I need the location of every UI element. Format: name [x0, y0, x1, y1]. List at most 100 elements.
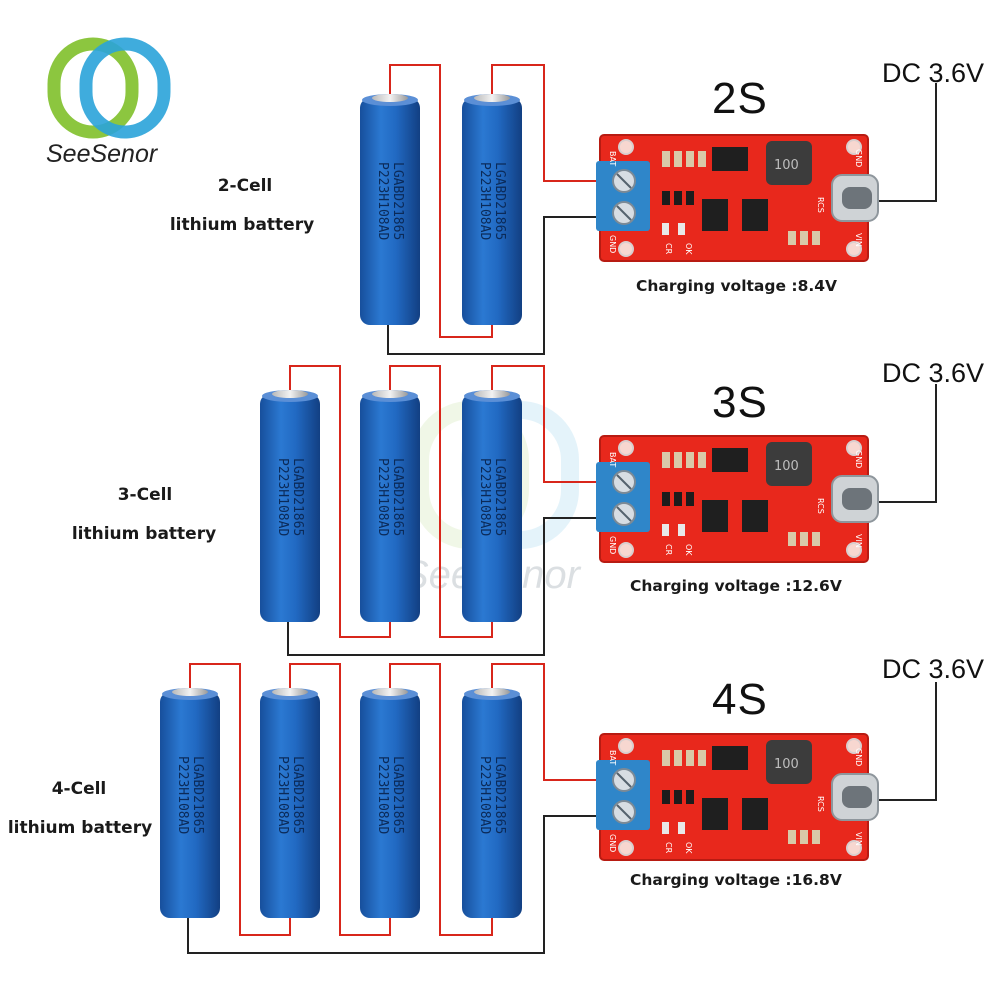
silkscreen-gnd: GND: [608, 834, 617, 852]
dc-input-lead: [870, 384, 937, 503]
cell-label-4s-line2: lithium battery: [7, 818, 153, 838]
charging-voltage-3s: Charging voltage :12.6V: [630, 577, 842, 595]
inductor-3s: 100: [766, 442, 812, 486]
silkscreen-bat: BAT: [608, 452, 617, 467]
input-voltage-2s: DC 3.6V: [882, 58, 985, 88]
battery-print-line1: LGABD21865: [390, 458, 405, 536]
mosfet-2s: [712, 147, 748, 171]
mosfet-4s: [712, 746, 748, 770]
battery-print-line1: LGABD21865: [190, 756, 205, 834]
battery-print-line1: LGABD21865: [492, 162, 507, 240]
wires-3s: [287, 365, 937, 656]
battery-print-line1: LGABD21865: [492, 756, 507, 834]
input-voltage-3s: DC 3.6V: [882, 358, 985, 388]
series-label-2s: 2S: [712, 74, 768, 123]
mosfet-3s: [712, 448, 748, 472]
ic-chip-3s: [702, 500, 728, 532]
silkscreen-vin: VIN: [854, 534, 863, 548]
silkscreen-rcs: RCS: [816, 197, 825, 213]
silkscreen-ok: OK: [684, 544, 693, 556]
battery-print-line2: P223H108AD: [375, 756, 390, 834]
battery-print-line2: P223H108AD: [175, 756, 190, 834]
series-link: [189, 663, 291, 936]
battery-print-line2: P223H108AD: [477, 458, 492, 536]
series-link: [389, 365, 493, 638]
screw-terminal-3s: [596, 462, 650, 532]
charging-voltage-4s: Charging voltage :16.8V: [630, 871, 842, 889]
series-link: [289, 365, 391, 638]
negative-lead: [287, 517, 600, 656]
ic-chip-3s: [742, 500, 768, 532]
negative-lead: [187, 815, 600, 954]
charger-board-2s: 100 BAT GND CR OK RCS GND VIN: [596, 134, 879, 262]
cell-label-4s-line1: 4-Cell: [51, 779, 107, 799]
wires-4s: [187, 663, 937, 954]
silkscreen-ok: OK: [684, 243, 693, 255]
cell-label-2s-line2: lithium battery: [169, 215, 315, 235]
silkscreen-bat: BAT: [608, 151, 617, 166]
wires-2s: [387, 64, 937, 355]
battery-print-line1: LGABD21865: [390, 162, 405, 240]
series-label-4s: 4S: [712, 675, 768, 724]
ic-chip-2s: [742, 199, 768, 231]
cell-label-3s-line2: lithium battery: [71, 524, 217, 544]
usb-c-port-3s: [831, 475, 879, 523]
usb-c-port-4s: [831, 773, 879, 821]
inductor-print: 100: [774, 459, 799, 474]
cell-label-2s-line1: 2-Cell: [217, 176, 273, 196]
silkscreen-bat: BAT: [608, 750, 617, 765]
negative-lead: [387, 216, 600, 355]
battery-print-line2: P223H108AD: [477, 756, 492, 834]
silkscreen-vin: VIN: [854, 233, 863, 247]
positive-lead: [491, 64, 600, 182]
series-link: [389, 663, 493, 936]
positive-lead: [491, 365, 600, 483]
brand-logo-icon: [47, 37, 171, 139]
silkscreen-gnd: GND: [854, 450, 863, 468]
battery-print-line2: P223H108AD: [375, 458, 390, 536]
ic-chip-4s: [742, 798, 768, 830]
positive-lead: [491, 663, 600, 781]
inductor-print: 100: [774, 158, 799, 173]
silkscreen-ok: OK: [684, 842, 693, 854]
silkscreen-cr: CR: [664, 243, 673, 255]
silkscreen-rcs: RCS: [816, 796, 825, 812]
charging-voltage-2s: Charging voltage :8.4V: [636, 277, 838, 295]
battery-print-line2: P223H108AD: [275, 458, 290, 536]
silkscreen-gnd: GND: [854, 149, 863, 167]
silkscreen-cr: CR: [664, 544, 673, 556]
dc-input-lead: [870, 682, 937, 801]
silkscreen-vin: VIN: [854, 832, 863, 846]
silkscreen-gnd: GND: [608, 536, 617, 554]
series-label-3s: 3S: [712, 378, 768, 427]
charger-board-3s: 100 BAT GND CR OK RCS GND VIN: [596, 435, 879, 563]
ic-chip-2s: [702, 199, 728, 231]
cell-label-3s-line1: 3-Cell: [117, 485, 173, 505]
silkscreen-gnd: GND: [608, 235, 617, 253]
screw-terminal-4s: [596, 760, 650, 830]
series-link: [289, 663, 391, 936]
brand-name: SeeSenor: [46, 140, 158, 168]
battery-print-line1: LGABD21865: [290, 458, 305, 536]
usb-c-port-2s: [831, 174, 879, 222]
input-voltage-4s: DC 3.6V: [882, 654, 985, 684]
ic-chip-4s: [702, 798, 728, 830]
silkscreen-rcs: RCS: [816, 498, 825, 514]
battery-print-line1: LGABD21865: [290, 756, 305, 834]
battery-print-line2: P223H108AD: [275, 756, 290, 834]
inductor-2s: 100: [766, 141, 812, 185]
inductor-print: 100: [774, 757, 799, 772]
silkscreen-cr: CR: [664, 842, 673, 854]
battery-print-line2: P223H108AD: [375, 162, 390, 240]
battery-print-line1: LGABD21865: [492, 458, 507, 536]
